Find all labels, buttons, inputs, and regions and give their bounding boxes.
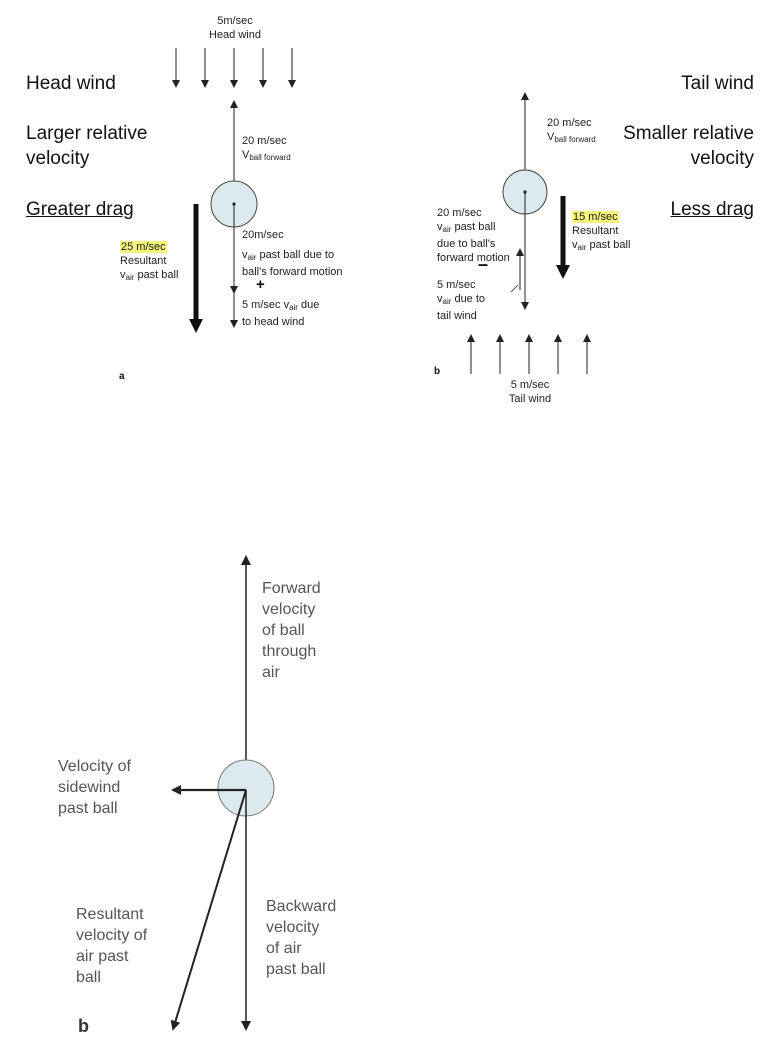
- left-head-wind-component-label: 5 m/sec vair due to head wind: [242, 299, 320, 328]
- top-diagram-graphics: [172, 48, 591, 374]
- left-ball-forward-speed: 20 m/sec: [242, 135, 287, 147]
- right-air-past-speed: 20 m/sec: [437, 207, 482, 219]
- left-ball-forward-symbol: Vball forward: [242, 149, 291, 162]
- left-air-past-speed: 20m/sec: [242, 229, 284, 241]
- right-tail-component-speed: 5 m/sec: [437, 279, 476, 291]
- top-diagram: 5m/sec Head wind Head wind Larger relati…: [0, 0, 784, 430]
- resultant-velocity-arrow: [170, 789, 247, 1031]
- tail-wind-arrows: [467, 334, 591, 374]
- larger-relative-velocity-label: Larger relative velocity: [26, 123, 148, 169]
- right-resultant-speed: 15 m/sec: [572, 211, 619, 223]
- head-wind-title: Head wind: [26, 73, 116, 94]
- head-wind-speed-label: 5m/sec Head wind: [209, 15, 261, 41]
- right-ball-forward-speed: 20 m/sec: [547, 117, 592, 129]
- tail-wind-title: Tail wind: [681, 73, 754, 94]
- less-drag-label: Less drag: [670, 199, 754, 220]
- forward-velocity-label: Forward velocity of ball through air: [262, 580, 321, 681]
- right-ball-forward-symbol: Vball forward: [547, 131, 596, 144]
- head-wind-arrows: [172, 48, 296, 88]
- bottom-diagram-graphics: [170, 555, 275, 1031]
- panel-letter-b-bottom: b: [78, 1016, 89, 1036]
- smaller-relative-velocity-label: Smaller relative velocity: [623, 123, 754, 169]
- panel-letter-b-top: b: [434, 366, 441, 377]
- right-resultant-label: 15 m/sec Resultant vair past ball: [572, 211, 631, 252]
- left-resultant-label: 25 m/sec Resultant vair past ball: [120, 241, 179, 282]
- sidewind-velocity-label: Velocity of sidewind past ball: [58, 758, 131, 817]
- backward-velocity-label: Backward velocity of air past ball: [266, 898, 337, 978]
- right-tail-leader: [510, 284, 519, 293]
- resultant-velocity-label: Resultant velocity of air past ball: [76, 906, 148, 986]
- greater-drag-label: Greater drag: [26, 199, 134, 220]
- tail-wind-speed-label: 5 m/sec Tail wind: [508, 379, 552, 405]
- right-tail-component-label: vair due to tail wind: [437, 293, 486, 322]
- minus-sign: –: [478, 254, 489, 274]
- panel-letter-a: a: [119, 371, 125, 382]
- right-air-past-label: vair past ball due to ball's forward mot…: [437, 221, 510, 264]
- left-air-past-label: vair past ball due to ball's forward mot…: [242, 249, 343, 278]
- left-resultant-speed: 25 m/sec: [120, 241, 167, 253]
- plus-sign: +: [256, 276, 265, 293]
- bottom-diagram: Forward velocity of ball through air Vel…: [0, 530, 784, 1040]
